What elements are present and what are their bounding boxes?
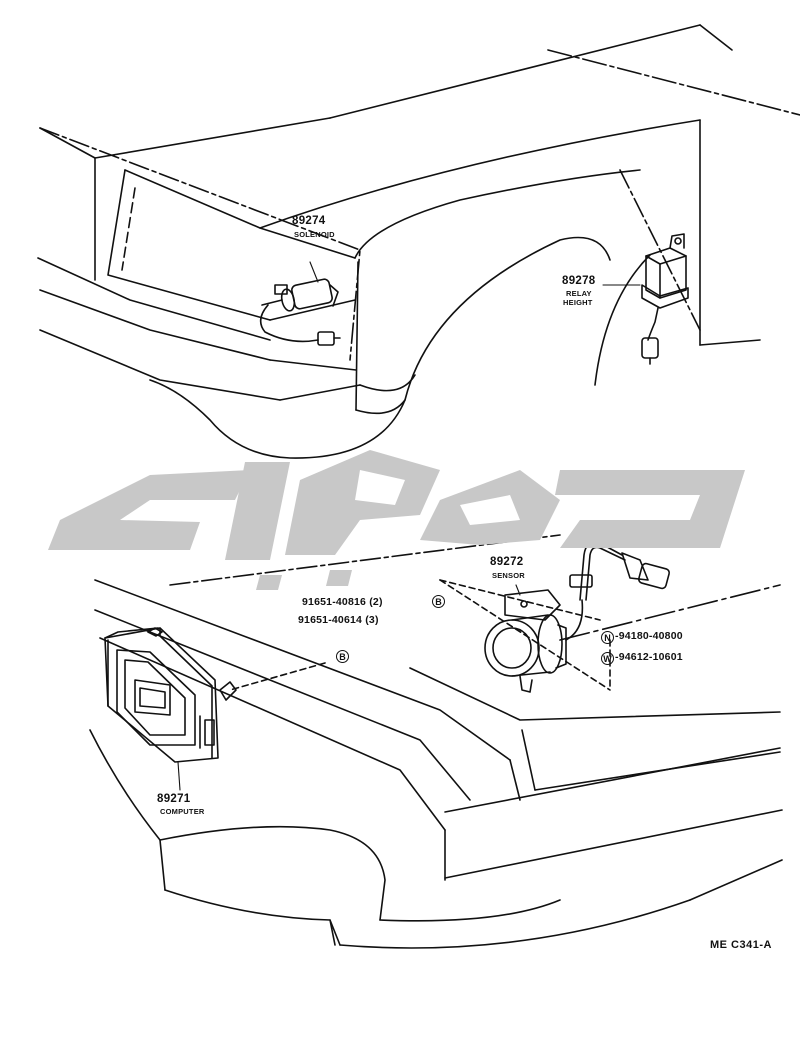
watermark: [48, 450, 745, 590]
bolt-b-number: 91651-40614: [298, 614, 363, 626]
bolt-a-number: 91651-40816: [302, 596, 367, 608]
bolt-b-symbol: B: [336, 650, 349, 663]
bolt-b-part-number: 91651-40614 (3): [298, 615, 379, 626]
nut-part-number: -94180-40800: [615, 630, 683, 642]
relay-part-name-line1: RELAY: [566, 289, 592, 298]
relay-part-number: 89278: [562, 275, 596, 287]
sensor-part-name: SENSOR: [492, 571, 525, 580]
bolt-a-symbol: B: [432, 595, 445, 608]
computer-part-number: 89271: [157, 793, 191, 805]
bolt-a-part-number: 91651-40816 (2): [302, 597, 383, 608]
computer-part: [104, 627, 237, 791]
relay-part-name-line2: HEIGHT: [563, 298, 593, 307]
diagram-code: ME C341-A: [710, 939, 772, 951]
computer-part-name: COMPUTER: [160, 807, 205, 816]
lower-body-outline: [89, 534, 783, 949]
solenoid-part-name: SOLENOID: [294, 230, 335, 239]
upper-body-outline: [37, 24, 800, 459]
nut-symbol: N: [601, 631, 614, 644]
relay-part: [602, 233, 689, 365]
bolt-a-qty: (2): [369, 596, 383, 608]
washer-symbol: W: [601, 652, 614, 665]
washer-part-number: -94612-10601: [615, 651, 683, 663]
sensor-part-number: 89272: [490, 556, 524, 568]
solenoid-part: [259, 261, 341, 346]
bolt-b-qty: (3): [365, 614, 379, 626]
solenoid-part-number: 89274: [292, 215, 326, 227]
